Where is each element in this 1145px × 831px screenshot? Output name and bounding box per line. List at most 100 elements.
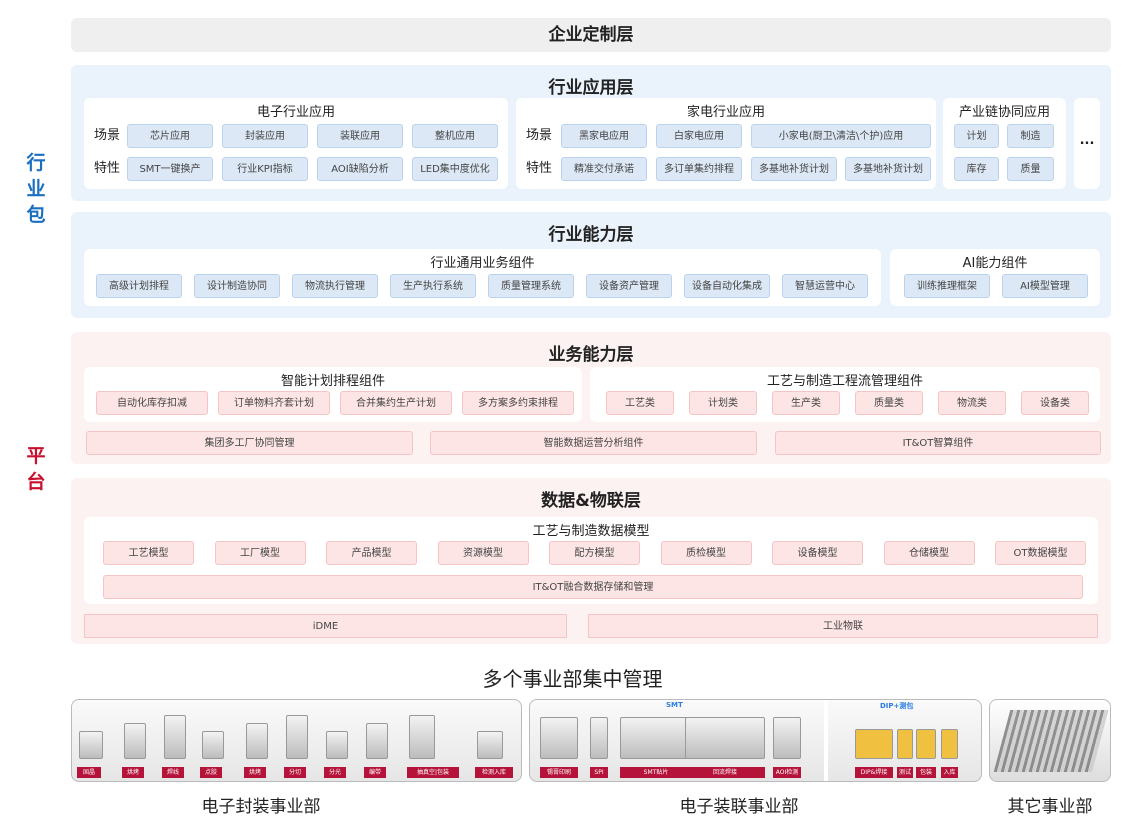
central-management-title: 多个事业部集中管理 — [482, 667, 663, 691]
chip: 智能数据运营分析组件 — [430, 431, 757, 455]
ai-components-box: AI能力组件 训练推理框架 AI模型管理 — [890, 249, 1100, 306]
machine-icon — [620, 717, 692, 759]
division-caption: 其它事业部 — [1007, 797, 1093, 817]
chip: 白家电应用 — [656, 124, 742, 148]
machine-icon — [590, 717, 608, 759]
more-box: ... — [1074, 98, 1100, 189]
chip: 库存 — [954, 157, 999, 181]
chip: 合并集约生产计划 — [340, 391, 452, 415]
chip: 计划类 — [689, 391, 757, 415]
chip: SMT一键换产 — [127, 157, 213, 181]
machine-icon — [540, 717, 578, 759]
chip: 高级计划排程 — [96, 274, 182, 298]
chip: 制造 — [1007, 124, 1054, 148]
process-step-tag: 烘烤 — [244, 767, 266, 778]
other-division-image — [989, 699, 1111, 782]
chip: 设计制造协同 — [194, 274, 280, 298]
chip: AI模型管理 — [1002, 274, 1088, 298]
box-title: 产业链协同应用 — [958, 105, 1050, 120]
machine-icon — [773, 717, 801, 759]
chain-app-box: 产业链协同应用 计划 制造 库存 质量 — [943, 98, 1066, 189]
chip: IT&OT融合数据存储和管理 — [103, 575, 1083, 599]
industry-app-layer: 行业应用层 电子行业应用 场景 特性 芯片应用 封装应用 装联应用 整机应用 S… — [71, 65, 1111, 201]
layer-title: 数据&物联层 — [541, 491, 641, 511]
chip: 物流类 — [938, 391, 1006, 415]
station-icon — [897, 729, 913, 759]
machine-icon — [477, 731, 503, 759]
process-step-tag: SMT贴片 — [620, 767, 692, 778]
box-title: 行业通用业务组件 — [430, 256, 535, 271]
chip: 集团多工厂协同管理 — [86, 431, 413, 455]
process-box: 工艺与制造工程流管理组件 工艺类计划类生产类质量类物流类设备类 — [590, 367, 1100, 422]
chip: 工业物联 — [588, 614, 1098, 638]
machine-icon — [409, 715, 435, 759]
appliance-app-box: 家电行业应用 场景 特性 黑家电应用 白家电应用 小家电(厨卫\清洁\个护)应用… — [516, 98, 936, 189]
chip: 小家电(厨卫\清洁\个护)应用 — [751, 124, 931, 148]
process-step-tag: 分切 — [284, 767, 306, 778]
data-layer: 数据&物联层 工艺与制造数据模型 工艺模型工厂模型产品模型资源模型配方模型质检模… — [71, 478, 1111, 644]
chip: 多方案多约束排程 — [462, 391, 574, 415]
chip: 工艺类 — [606, 391, 674, 415]
process-step-tag: 焊线 — [162, 767, 184, 778]
biz-cap-layer: 业务能力层 智能计划排程组件 自动化库存扣减 订单物料齐套计划 合并集约生产计划… — [71, 332, 1111, 464]
box-title: 家电行业应用 — [686, 105, 765, 120]
chip: 设备类 — [1021, 391, 1089, 415]
process-step-tag: 分光 — [324, 767, 346, 778]
process-step-tag: 入库 — [941, 767, 958, 778]
chip: 物流执行管理 — [292, 274, 378, 298]
chip: 装联应用 — [317, 124, 403, 148]
process-step-tag: 回流焊接 — [685, 767, 765, 778]
machine-icon — [685, 717, 765, 759]
chip: 智慧运营中心 — [782, 274, 868, 298]
station-icon — [855, 729, 893, 759]
chip: 订单物料齐套计划 — [218, 391, 330, 415]
machine-icon — [326, 731, 348, 759]
chip: 质检模型 — [660, 541, 752, 565]
machine-icon — [286, 715, 308, 759]
common-components-box: 行业通用业务组件 高级计划排程设计制造协同物流执行管理生产执行系统质量管理系统设… — [84, 249, 881, 306]
process-step-tag: 编带 — [364, 767, 386, 778]
chip: 自动化库存扣减 — [96, 391, 208, 415]
chip: 设备自动化集成 — [684, 274, 770, 298]
process-step-tag: 检测入库 — [475, 767, 513, 778]
feature-label: 特性 — [94, 161, 121, 176]
chip: 质量管理系统 — [488, 274, 574, 298]
chip: 行业KPI指标 — [222, 157, 308, 181]
machine-icon — [366, 723, 388, 759]
industry-cap-layer: 行业能力层 行业通用业务组件 高级计划排程设计制造协同物流执行管理生产执行系统质… — [71, 212, 1111, 318]
process-step-tag: 点胶 — [200, 767, 222, 778]
box-title: 智能计划排程组件 — [280, 374, 385, 389]
process-step-tag: AOI检测 — [773, 767, 801, 778]
chip: 工艺模型 — [103, 541, 194, 565]
feature-label: 特性 — [526, 161, 553, 176]
chip: 整机应用 — [412, 124, 498, 148]
packaging-line-image: 固晶烘烤焊线点胶烘烤分切分光编带抽真空|包装检测入库 — [71, 699, 522, 782]
box-title: 电子行业应用 — [256, 105, 335, 120]
chip: 精准交付承诺 — [561, 157, 647, 181]
station-icon — [916, 729, 936, 759]
scene-label: 场景 — [94, 128, 121, 143]
machine-icon — [164, 715, 186, 759]
chip: 封装应用 — [222, 124, 308, 148]
industry-pack-label: 行业包 — [26, 152, 46, 226]
process-step-tag: 烘烤 — [122, 767, 144, 778]
process-step-tag: SPI — [590, 767, 608, 778]
data-model-box: 工艺与制造数据模型 工艺模型工厂模型产品模型资源模型配方模型质检模型设备模型仓储… — [84, 517, 1098, 604]
chip: 训练推理框架 — [904, 274, 990, 298]
chip: AOI缺陷分析 — [317, 157, 403, 181]
chip: 设备资产管理 — [586, 274, 672, 298]
machine-icon — [124, 723, 146, 759]
chip: 资源模型 — [437, 541, 529, 565]
box-title: AI能力组件 — [962, 256, 1028, 271]
process-step-tag: 包装 — [916, 767, 936, 778]
process-step-tag: 测试 — [897, 767, 913, 778]
division-caption: 电子封装事业部 — [201, 797, 321, 817]
box-title: 工艺与制造工程流管理组件 — [766, 374, 923, 389]
process-step-tag: 抽真空|包装 — [407, 767, 459, 778]
smt-label: SMT — [666, 701, 683, 709]
process-step-tag: 锡膏印刷 — [540, 767, 578, 778]
chip: 黑家电应用 — [561, 124, 647, 148]
station-icon — [941, 729, 958, 759]
chip: 生产类 — [772, 391, 840, 415]
